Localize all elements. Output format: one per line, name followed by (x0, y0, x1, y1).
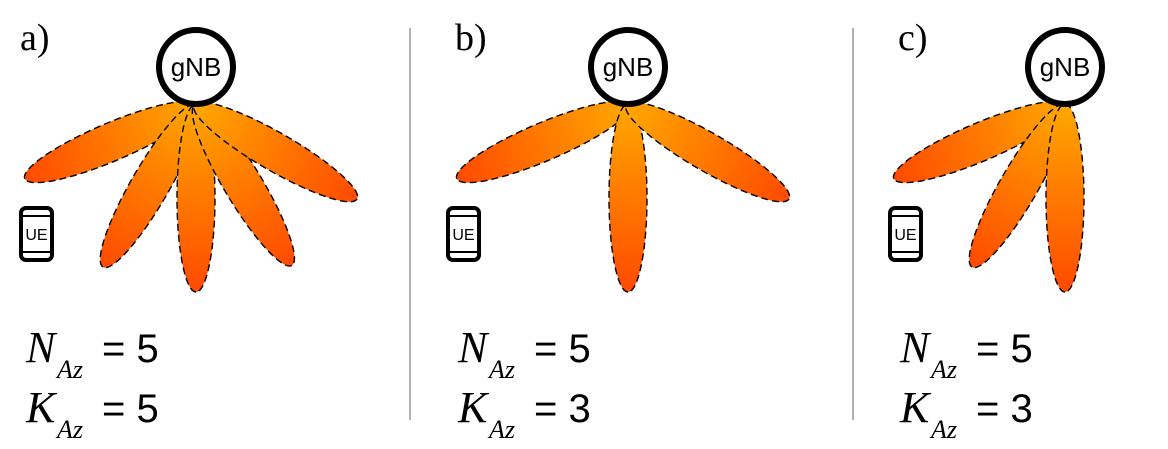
beams (16, 87, 368, 293)
equation-k: K Az = 3 (457, 383, 591, 444)
eq-subscript: Az (929, 415, 957, 444)
gnb-label: gNB (171, 52, 222, 82)
eq-symbol: N (25, 323, 58, 372)
panel-label: c) (898, 17, 928, 59)
eq-subscript: Az (929, 355, 957, 384)
eq-subscript: Az (55, 355, 83, 384)
eq-subscript: Az (487, 415, 515, 444)
equation-n: N Az = 5 (899, 323, 1033, 384)
gnb-label: gNB (603, 52, 654, 82)
equation-n: N Az = 5 (25, 323, 159, 384)
panel-label: a) (20, 17, 50, 59)
equation-k: K Az = 3 (899, 383, 1033, 444)
panel-label: b) (455, 17, 487, 59)
ue-label: UE (452, 227, 474, 244)
gnb-node: gNB (1025, 27, 1105, 107)
equation-k: K Az = 5 (25, 383, 159, 444)
gnb-label: gNB (1040, 52, 1091, 82)
eq-symbol: K (899, 383, 932, 432)
beam (1045, 103, 1085, 293)
eq-symbol: K (25, 383, 58, 432)
eq-value: = 5 (976, 327, 1033, 371)
eq-value: = 3 (534, 387, 591, 431)
panel-a: a) gNB UE N Az = 5 K Az = 5 (16, 17, 368, 444)
ue-device: UE (19, 206, 54, 262)
eq-symbol: N (899, 323, 932, 372)
eq-value: = 5 (102, 387, 159, 431)
beams (448, 87, 800, 293)
ue-device: UE (888, 206, 923, 262)
eq-symbol: N (457, 323, 490, 372)
panel-b: b) gNB UE N Az = 5 K Az = 3 (446, 17, 800, 444)
gnb-node: gNB (588, 27, 668, 107)
panel-c: c) gNB UE N Az = 5 K Az = 3 (885, 17, 1105, 444)
ue-label: UE (894, 227, 916, 244)
equation-n: N Az = 5 (457, 323, 591, 384)
gnb-node: gNB (156, 27, 236, 107)
eq-subscript: Az (487, 355, 515, 384)
eq-value: = 5 (534, 327, 591, 371)
eq-value: = 3 (976, 387, 1033, 431)
ue-device: UE (446, 206, 481, 262)
eq-symbol: K (457, 383, 490, 432)
beam (608, 103, 648, 293)
ue-label: UE (25, 227, 47, 244)
eq-value: = 5 (102, 327, 159, 371)
eq-subscript: Az (55, 415, 83, 444)
